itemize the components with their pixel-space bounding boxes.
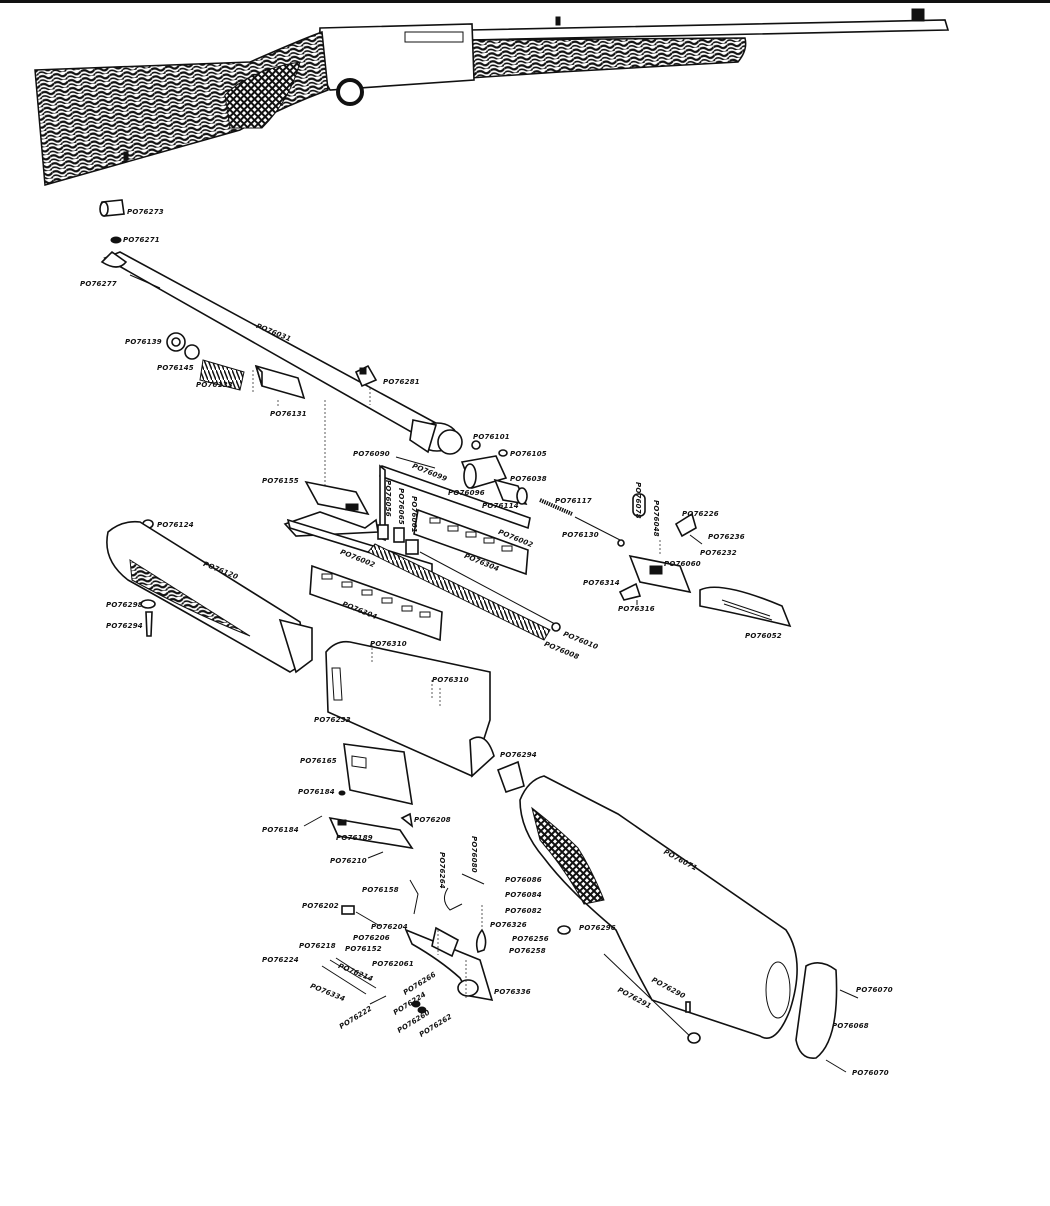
part-label: PO76277 [80,280,117,288]
part-label: PO76131 [270,410,307,418]
part-label: PO76294 [106,622,143,630]
part-label: PO76078 [634,482,642,519]
part-label: PO76086 [505,876,542,884]
part-label: PO76101 [473,433,510,441]
part-label: PO76232 [700,549,737,557]
part-label: PO76310 [370,640,407,648]
part-label: PO76233 [314,716,351,724]
part-label: PO76264 [438,852,446,889]
part-label: PO76184 [262,826,299,834]
part-label: PO76096 [448,489,485,497]
part-label: PO76070 [852,1069,889,1077]
part-label: PO76326 [490,921,527,929]
part-label: PO76052 [745,632,782,640]
part-label: PO76258 [509,947,546,955]
receiver-group [303,640,525,859]
part-label: PO76114 [482,502,519,510]
part-label: PO76061 [410,496,418,533]
part-label: PO76256 [512,935,549,943]
part-label: PO76082 [505,907,542,915]
assembled-rifle [34,8,950,186]
bolt-group [283,440,792,642]
part-label: PO76271 [123,236,160,244]
part-label: PO76202 [302,902,339,910]
trigger-group [321,873,494,1014]
part-label: PO76060 [664,560,701,568]
part-label: PO76273 [127,208,164,216]
part-label: PO76226 [682,510,719,518]
part-label: PO76210 [330,857,367,865]
part-label: PO76208 [414,816,451,824]
forearm-group [106,519,313,674]
top-border-line [0,0,1050,3]
part-label: PO76070 [856,986,893,994]
part-label: PO76224 [262,956,299,964]
part-label: PO762061 [372,960,414,968]
part-label: PO76336 [494,988,531,996]
part-label: PO76117 [555,497,592,505]
part-label: PO76189 [336,834,373,842]
part-label: PO76065 [397,488,405,525]
buttstock-group [519,775,859,1073]
part-label: PO76316 [618,605,655,613]
part-label: PO76165 [300,757,337,765]
part-label: PO76218 [299,942,336,950]
part-label: PO76068 [832,1022,869,1030]
part-label: PO76296 [579,924,616,932]
part-label: PO76294 [500,751,537,759]
part-label: PO76038 [510,475,547,483]
part-label: PO76130 [562,531,599,539]
part-label: PO76310 [432,676,469,684]
part-label: PO76139 [125,338,162,346]
part-label: PO76152 [345,945,382,953]
part-label: PO76145 [157,364,194,372]
part-label: PO76048 [652,500,660,537]
part-label: PO76206 [353,934,390,942]
part-label: PO76155 [262,477,299,485]
part-label: PO76105 [510,450,547,458]
part-label: PO76124 [157,521,194,529]
part-label: PO76056 [384,480,392,517]
part-label: PO76314 [583,579,620,587]
part-label: PO76281 [383,378,420,386]
part-label: PO76298 [106,601,143,609]
barrel-group [99,199,463,500]
part-label: PO76236 [708,533,745,541]
part-label: PO76158 [362,886,399,894]
part-label: PO76090 [353,450,390,458]
part-label: PO76080 [470,836,478,873]
part-label: PO76084 [505,891,542,899]
part-label: PO76184 [298,788,335,796]
part-label: PO76204 [371,923,408,931]
part-label: PO76133 [196,381,233,389]
